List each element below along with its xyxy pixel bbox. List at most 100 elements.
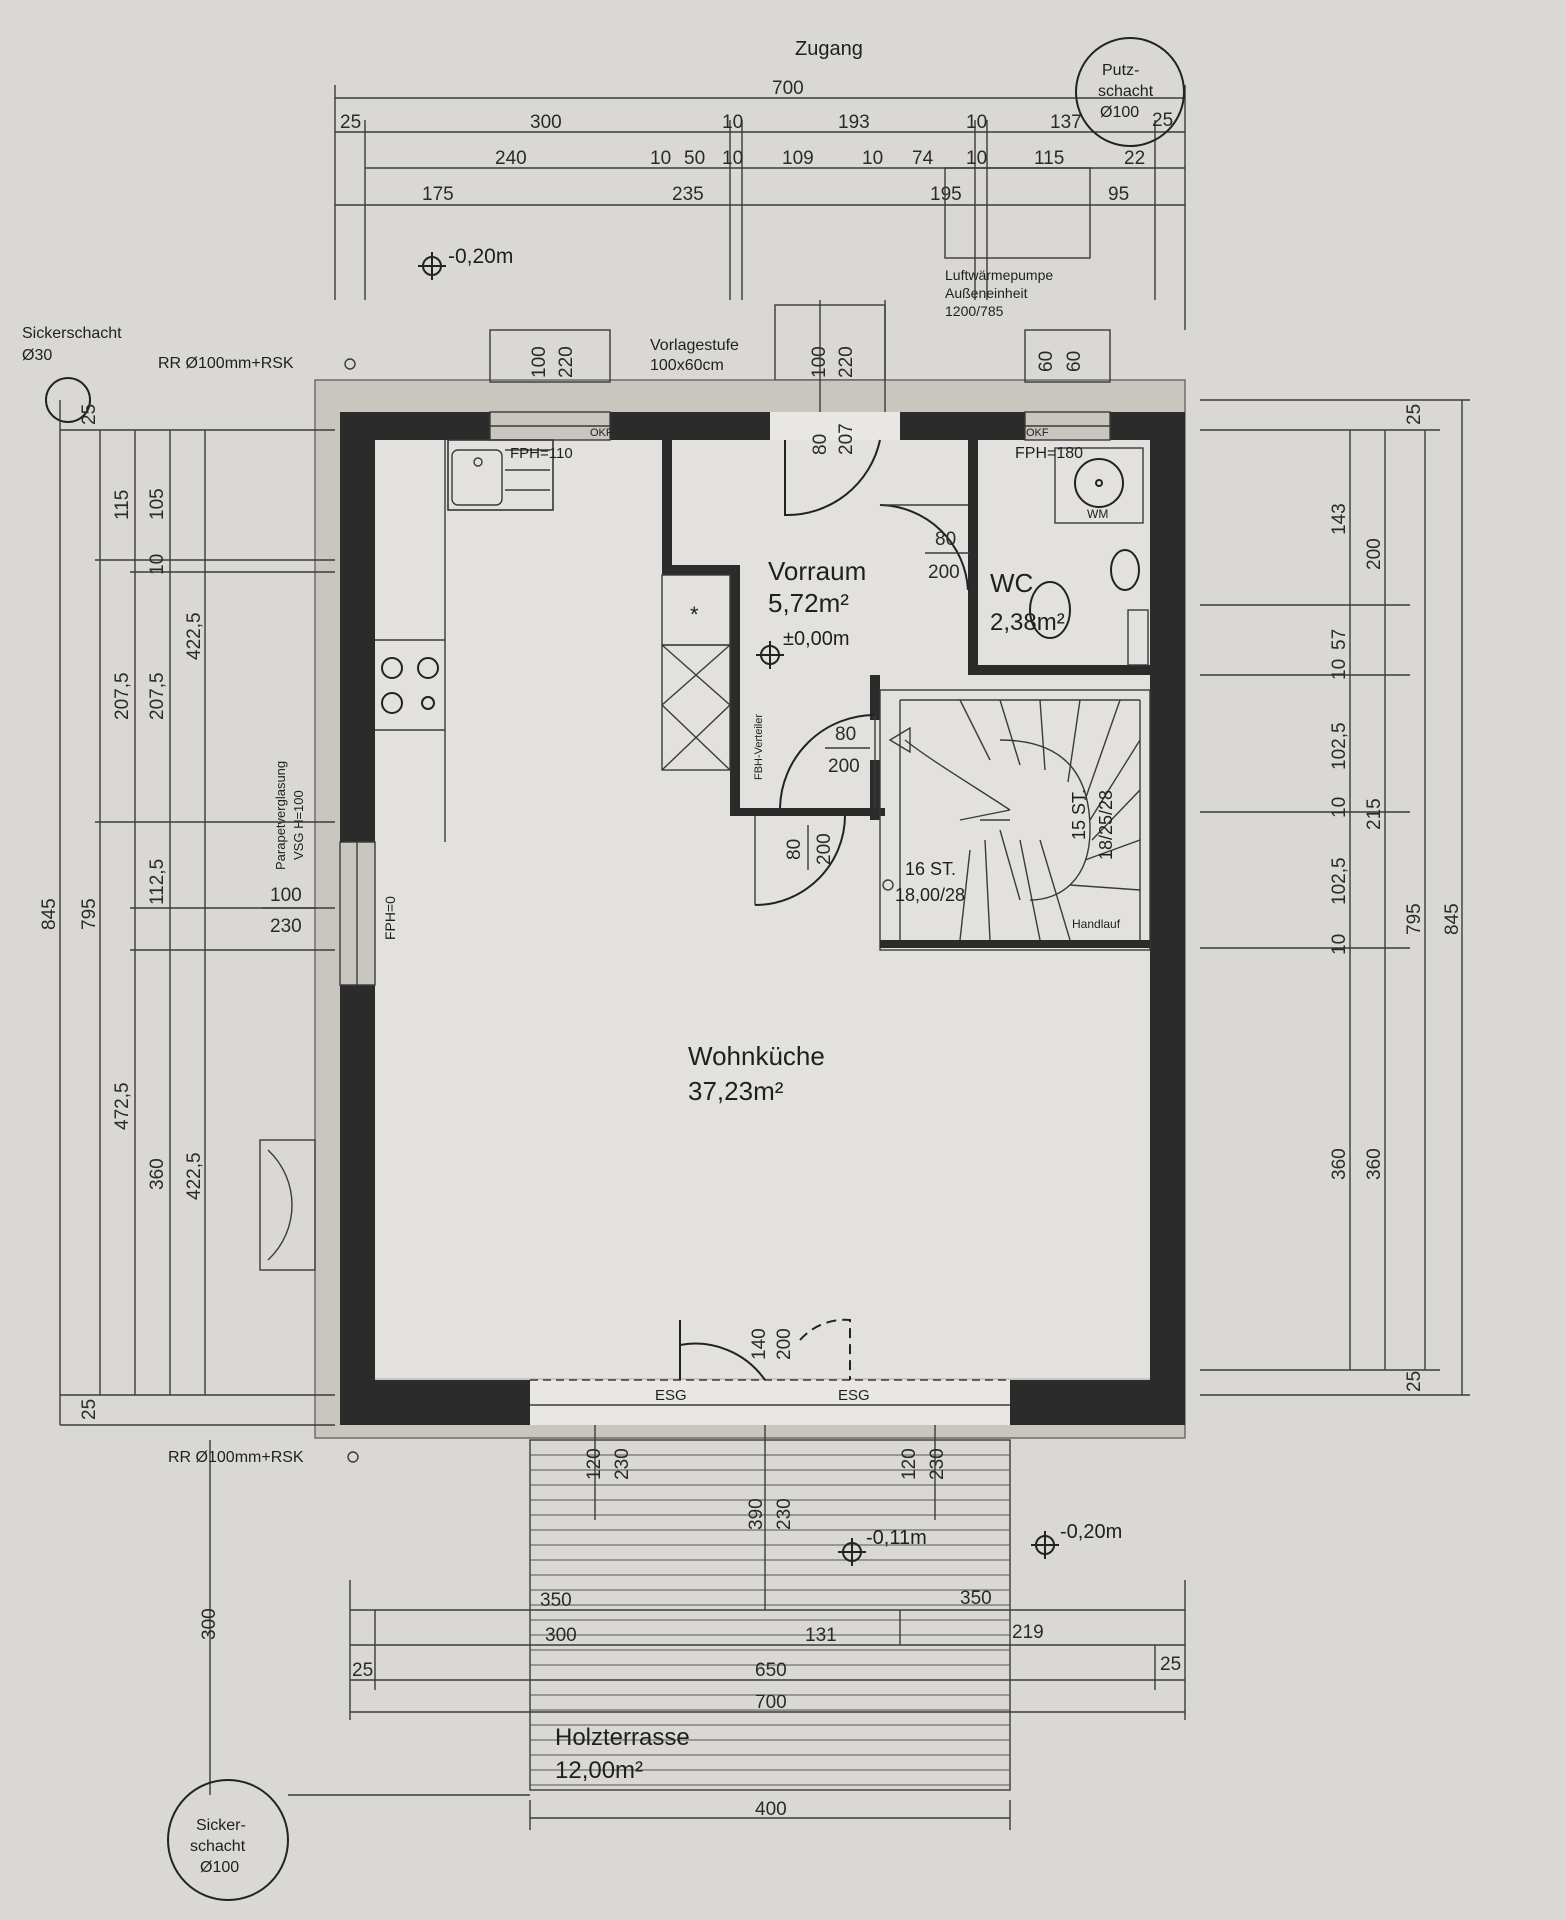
- dim-right-10b: 10: [1329, 797, 1350, 818]
- dim-bottom-350a: 350: [540, 1590, 572, 1611]
- putzschacht-line1: Putz-: [1102, 62, 1139, 79]
- dim-top-10c: 10: [650, 148, 671, 169]
- win-top-left-w: 100: [529, 346, 550, 378]
- dim-top-10e: 10: [862, 148, 883, 169]
- dim-right-795: 795: [1404, 903, 1425, 935]
- win-top-left-h: 220: [556, 346, 577, 378]
- win-top-mid-h: 220: [836, 346, 857, 378]
- terrace-deck: [529, 1439, 1011, 1791]
- dim-left-4225a: 422,5: [184, 612, 205, 660]
- level-marker-right: -0,20m: [1031, 1521, 1122, 1559]
- heat-pump-outdoor-unit: Luftwärmepumpe Außeneinheit 1200/785: [944, 167, 1091, 319]
- room-vorraum-name: Vorraum: [768, 556, 866, 586]
- dim-top-195: 195: [930, 184, 962, 205]
- dim-bottom-400: 400: [755, 1799, 787, 1820]
- wm-label: WM: [1087, 507, 1108, 521]
- room-wohnkueche-area: 37,23m²: [688, 1076, 784, 1106]
- win-top-right-w: 60: [1036, 351, 1057, 372]
- terr-c-h: 230: [774, 1498, 795, 1530]
- dim-top-25a: 25: [340, 112, 361, 133]
- dim-left-4725: 472,5: [112, 1082, 133, 1130]
- stair-upper-line2: 18/25/28: [1096, 790, 1116, 860]
- door-fbh-h: 200: [828, 756, 860, 777]
- building-envelope: [314, 379, 1186, 1439]
- dim-right-10a: 10: [1329, 659, 1350, 680]
- door-wc-h: 200: [928, 562, 960, 583]
- dim-top-95: 95: [1108, 184, 1129, 205]
- dim-top-193: 193: [838, 112, 870, 133]
- entry-door: 80 207: [770, 300, 900, 517]
- fbh-door: 80 200: [779, 714, 911, 809]
- dim-top-10f: 10: [966, 148, 987, 169]
- wc-fixtures: WM FPH=180: [1015, 445, 1149, 666]
- sicker-bottom-line2: schacht: [190, 1838, 246, 1855]
- door-lower-w: 80: [784, 839, 805, 860]
- dim-top-22: 22: [1124, 148, 1145, 169]
- dim-right-25b: 25: [1404, 1371, 1425, 1392]
- sickerschacht-bottom: Sicker- schacht Ø100: [167, 1779, 530, 1901]
- level-right: -0,20m: [1060, 1521, 1122, 1543]
- rr-bottom-note: RR Ø100mm+RSK: [168, 1449, 304, 1466]
- dim-right-25a: 25: [1404, 404, 1425, 425]
- okf-top-right: OKF: [1026, 427, 1049, 439]
- left-side-window: 100 230 Parapetverglasung VSG H=100 FPH=…: [259, 761, 398, 1271]
- terrace-door-h: 200: [774, 1328, 795, 1360]
- win-left-h: 230: [270, 916, 302, 937]
- dim-right-1025a: 102,5: [1329, 722, 1350, 770]
- dim-left-300: 300: [199, 1608, 220, 1640]
- stair-lower-line1: 16 ST.: [905, 859, 956, 879]
- dim-bottom-25a: 25: [352, 1660, 373, 1681]
- level-marker-terrace: -0,11m: [838, 1527, 927, 1566]
- stair-lower-line2: 18,00/28: [895, 885, 965, 905]
- rr-bottom-marker: [347, 1451, 359, 1463]
- esg-left: ESG: [655, 1387, 687, 1404]
- dim-top-74: 74: [912, 148, 934, 169]
- dim-bottom-300: 300: [545, 1625, 577, 1646]
- sicker-top-line2: Ø30: [22, 347, 52, 364]
- parapet-line1: Parapetverglasung: [273, 761, 288, 870]
- lower-vorraum-door: 80 200: [754, 815, 846, 906]
- win-top-right-h: 60: [1064, 351, 1085, 372]
- room-labels: Vorraum 5,72m² ±0,00m WC 2,38m² Wohnküch…: [688, 556, 1065, 1106]
- dim-right-10c: 10: [1329, 934, 1350, 955]
- door-entry-w: 80: [810, 434, 831, 455]
- dim-left-25a: 25: [79, 404, 100, 425]
- fbh-verteiler: FBH-Verteiler: [753, 714, 765, 780]
- dim-bottom-700: 700: [755, 1692, 787, 1713]
- room-wohnkueche-name: Wohnküche: [688, 1041, 825, 1071]
- okf-top-left: OKF: [590, 427, 613, 439]
- plan-title-zugang: Zugang: [795, 38, 863, 60]
- vorlagestufe: Vorlagestufe 100x60cm: [650, 304, 886, 381]
- sicker-bottom-line1: Sicker-: [196, 1817, 246, 1834]
- level-top-left: -0,20m: [448, 245, 513, 268]
- wc-door: 80 200: [879, 504, 970, 591]
- vorraum-cabinet: * FBH-Verteiler: [661, 574, 765, 780]
- dim-bottom-350b: 350: [960, 1588, 992, 1609]
- terr-c-w: 390: [746, 1498, 767, 1530]
- sicker-top-line1: Sickerschacht: [22, 325, 122, 342]
- sicker-bottom-line3: Ø100: [200, 1859, 239, 1876]
- dim-left-845: 845: [39, 898, 60, 930]
- terr-l-h: 230: [612, 1448, 633, 1480]
- dim-bottom-25b: 25: [1160, 1654, 1181, 1675]
- dim-right-360b: 360: [1364, 1148, 1385, 1180]
- rr-top-note: RR Ø100mm+RSK: [158, 355, 294, 372]
- terrace-name: Holzterrasse: [555, 1724, 690, 1751]
- dim-top-175: 175: [422, 184, 454, 205]
- kitchen-counter: FPH=110: [375, 439, 573, 842]
- door-wc-w: 80: [935, 529, 956, 550]
- vorlage-line1: Vorlagestufe: [650, 337, 739, 354]
- dim-top-50: 50: [684, 148, 705, 169]
- level-marker-top-left: -0,20m: [418, 245, 513, 280]
- door-entry-h: 207: [836, 423, 857, 455]
- level-terrace: -0,11m: [866, 1527, 927, 1549]
- dim-left-2075b: 207,5: [147, 672, 168, 720]
- room-vorraum-level: ±0,00m: [783, 628, 850, 650]
- terrace-door-w: 140: [749, 1328, 770, 1360]
- handlauf: Handlauf: [1072, 917, 1121, 931]
- terrace-dims: 120 230 120 230 390 230 350 350 300 131 …: [349, 1425, 1186, 1830]
- dim-bottom-650: 650: [755, 1660, 787, 1681]
- putzschacht-line3: Ø100: [1100, 104, 1139, 121]
- dim-right-845: 845: [1442, 903, 1463, 935]
